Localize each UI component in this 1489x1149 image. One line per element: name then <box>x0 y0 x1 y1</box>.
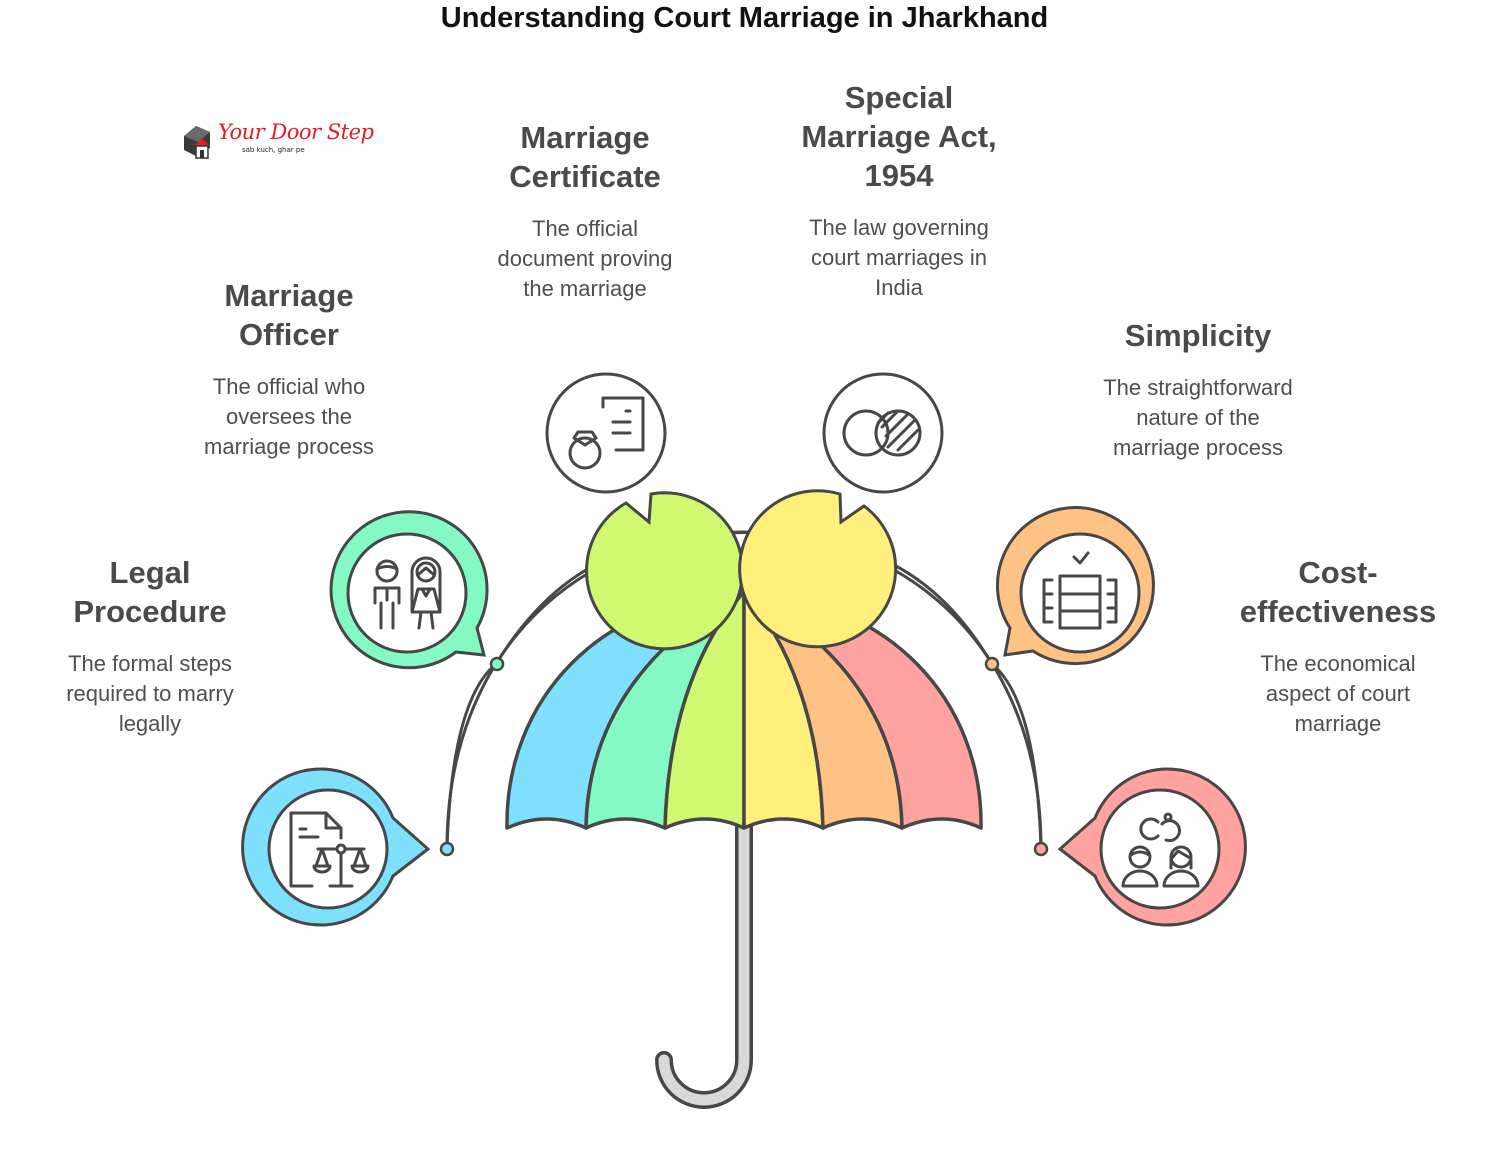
label-marriage-officer: Marriage Officer The official who overse… <box>174 276 404 462</box>
description-marriage-officer: The official who oversees the marriage p… <box>204 374 374 459</box>
bubble-legal-procedure <box>241 767 431 927</box>
heading-legal-procedure: Legal Procedure <box>73 555 227 629</box>
label-special-marriage-act: Special Marriage Act, 1954 The law gover… <box>780 78 1018 303</box>
description-cost-effectiveness: The economical aspect of court marriage <box>1260 651 1416 736</box>
description-special-marriage-act: The law governing court marriages in Ind… <box>809 215 989 300</box>
label-legal-procedure: Legal Procedure The formal steps require… <box>40 553 260 739</box>
connector-dot-officer <box>489 656 505 672</box>
connector-dot-simplicity <box>984 656 1000 672</box>
logo: Your Door Step sab kuch, ghar pe <box>180 118 374 164</box>
heading-cost-effectiveness: Cost- effectiveness <box>1239 555 1437 629</box>
bubble-cost-effectiveness <box>1057 767 1247 927</box>
connector-dot-legal <box>439 841 455 857</box>
logo-tagline: sab kuch, ghar pe <box>242 146 305 154</box>
umbrella-handle <box>655 817 753 1109</box>
description-legal-procedure: The formal steps required to marry legal… <box>66 651 234 736</box>
bride-groom-icon <box>373 556 442 630</box>
canopy-panel-lime <box>663 590 746 830</box>
description-marriage-certificate: The official document proving the marria… <box>497 216 673 301</box>
bubble-marriage-certificate <box>545 372 744 651</box>
label-cost-effectiveness: Cost- effectiveness The economical aspec… <box>1226 553 1450 739</box>
heading-simplicity: Simplicity <box>1124 318 1272 353</box>
bubble-simplicity <box>995 506 1155 666</box>
label-marriage-certificate: Marriage Certificate The official docume… <box>470 118 700 304</box>
heading-marriage-certificate: Marriage Certificate <box>509 120 661 194</box>
house-logo-icon <box>184 126 210 159</box>
canopy-panel-red <box>742 590 983 830</box>
diagram-title: Understanding Court Marriage in Jharkhan… <box>440 2 1049 34</box>
connector-dot-cost <box>1033 841 1049 857</box>
overlapping-circles-icon <box>842 409 922 457</box>
couple-rings-icon <box>1121 812 1200 888</box>
heading-special-marriage-act: Special Marriage Act, 1954 <box>801 80 997 193</box>
bubble-special-marriage-act <box>738 372 944 649</box>
document-scales-icon <box>289 811 370 888</box>
description-simplicity: The straightforward nature of the marria… <box>1103 375 1293 460</box>
umbrella-canopy <box>505 590 983 830</box>
heading-marriage-officer: Marriage Officer <box>224 278 354 352</box>
ring-certificate-icon <box>568 396 645 470</box>
bubble-marriage-officer <box>329 510 489 670</box>
label-simplicity: Simplicity The straightforward nature of… <box>1076 316 1320 463</box>
logo-brand: Your Door Step <box>218 120 374 144</box>
stacked-blocks-check-icon <box>1042 551 1118 630</box>
